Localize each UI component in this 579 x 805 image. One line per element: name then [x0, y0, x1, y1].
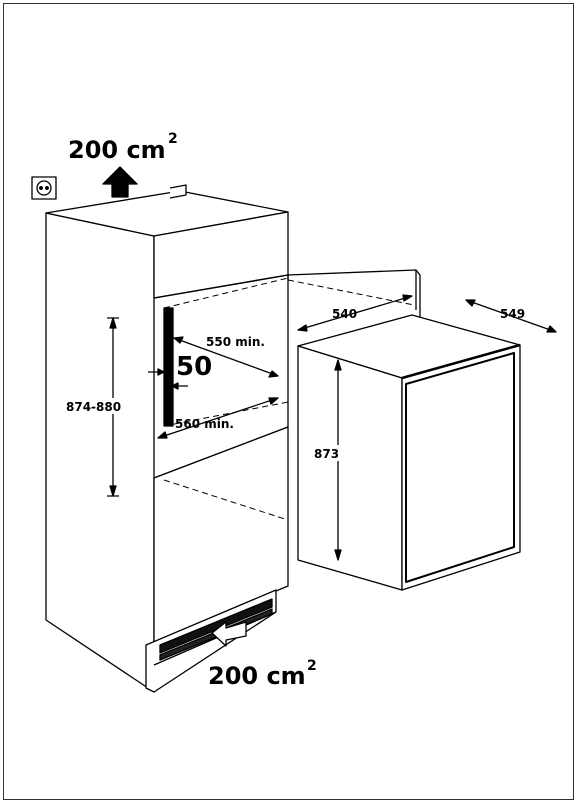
- vent-top-label: 200 cm: [68, 136, 166, 164]
- gap-label: 50: [176, 352, 212, 382]
- appliance-depth-label: 540: [332, 307, 357, 321]
- vent-bottom-exponent: 2: [307, 658, 317, 674]
- depth-min-top-label: 550 min.: [206, 335, 265, 349]
- appliance-side: [297, 345, 403, 591]
- bottom-vent-grille: [159, 598, 273, 654]
- niche-height-label: 874-880: [66, 400, 121, 414]
- appliance-width-label: 549: [500, 307, 525, 321]
- ventilation-gap-strip: [163, 307, 174, 427]
- airflow-in-arrow-icon: [211, 621, 247, 647]
- vent-top-exponent: 2: [168, 131, 178, 147]
- power-socket-icon: [31, 176, 57, 200]
- depth-min-bottom-label: 560 min.: [175, 417, 234, 431]
- cabinet-left-side: [45, 212, 155, 693]
- cabinet-lower-door: [153, 426, 289, 643]
- appliance-front: [401, 344, 521, 591]
- appliance-height-label: 873: [314, 447, 339, 461]
- airflow-up-arrow-icon: [102, 166, 138, 198]
- vent-bottom-label: 200 cm: [208, 662, 306, 690]
